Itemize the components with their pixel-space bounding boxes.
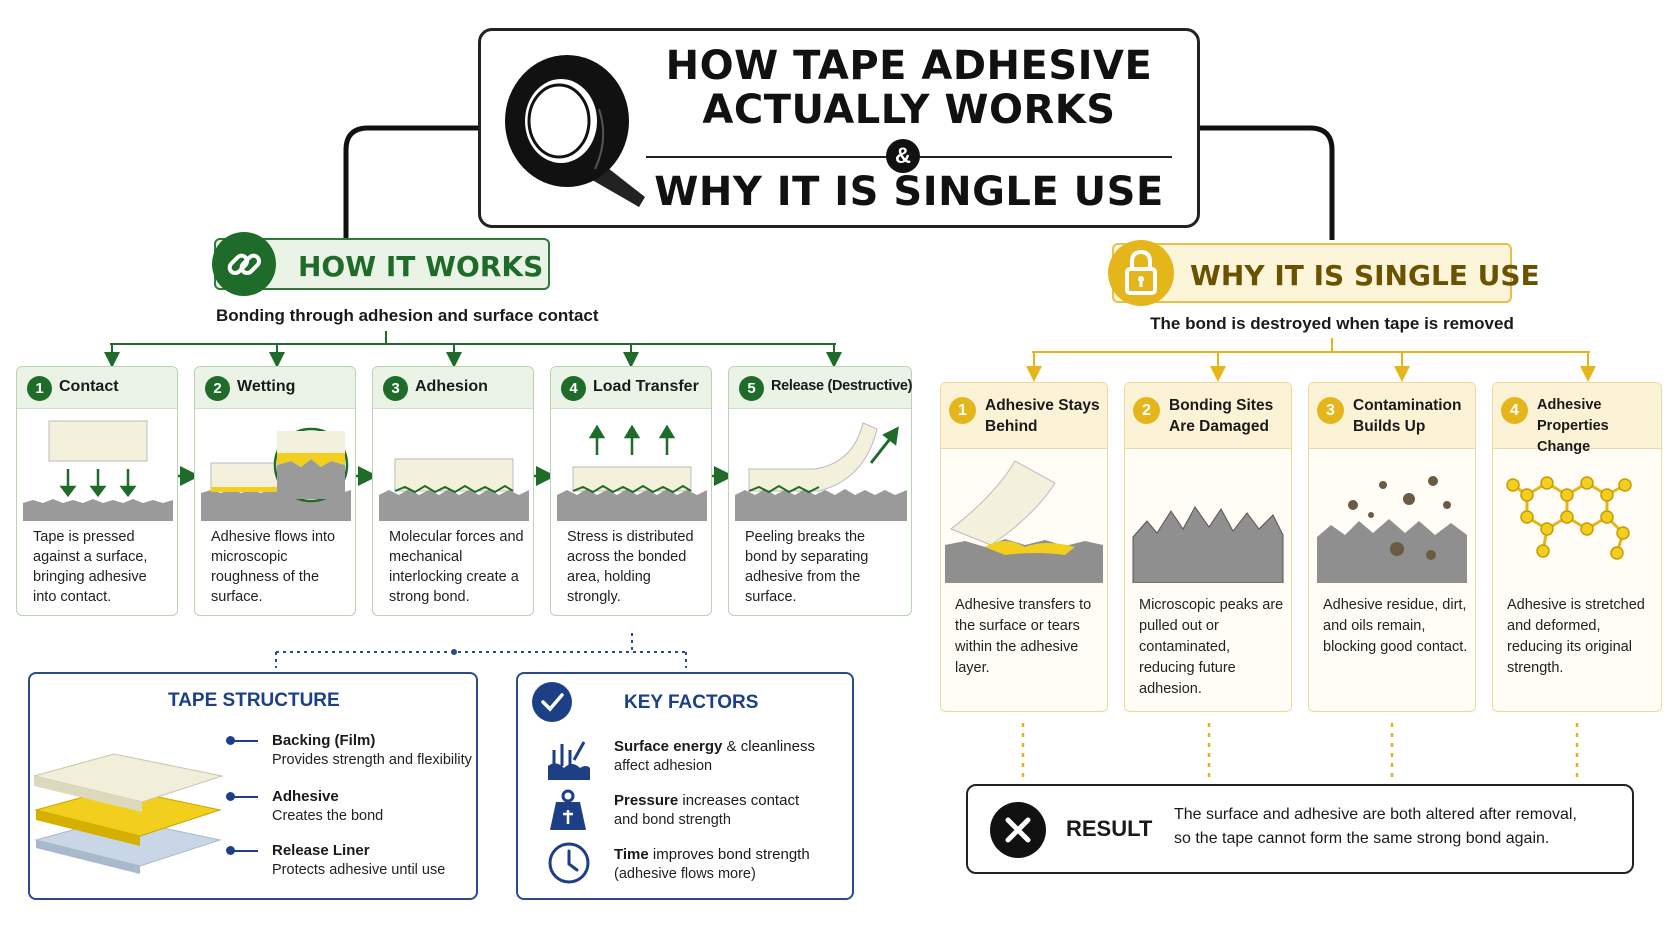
factor-bold: Surface energy (614, 738, 723, 755)
factor-rest: improves bond strength (648, 846, 810, 863)
molecule-icon (1506, 476, 1632, 560)
chain-link-icon (212, 232, 276, 296)
adhesion-illustration (379, 458, 529, 521)
reason-description: Adhesive is stretched and deformed, redu… (1507, 597, 1645, 676)
layer-description: Provides strength and flexibility (272, 752, 472, 768)
tape-layers-illustration (33, 753, 224, 874)
result-line-1: The surface and adhesive are both altere… (1174, 806, 1577, 823)
step-card-load-transfer: 4 Load Transfer Stress is distributed ac… (550, 366, 712, 616)
layer-description: Protects adhesive until use (272, 862, 446, 878)
factor-bold: Time (614, 846, 649, 863)
reason-description: Adhesive residue, dirt, and oils remain,… (1323, 597, 1468, 655)
step-name: Release (Destructive) (771, 378, 913, 394)
contamination-illustration (1317, 476, 1467, 583)
surface-energy-icon (548, 741, 590, 780)
step-description: Molecular forces and mechanical interloc… (389, 529, 524, 605)
how-it-works-title: HOW IT WORKS (298, 250, 544, 283)
reason-card-properties-change: 4 Adhesive Properties Change Adhesive is… (1492, 382, 1662, 712)
step-number: 1 (27, 376, 52, 401)
release-illustration (735, 422, 907, 521)
how-it-works-subtitle: Bonding through adhesion and surface con… (216, 306, 599, 325)
step-name: Wetting (237, 378, 296, 395)
tape-structure-panel: TAPE STRUCTURE Backing (Film) Provides s… (28, 672, 478, 900)
close-x-icon (990, 802, 1046, 858)
reason-name: Contamination Builds Up (1353, 397, 1462, 435)
load-transfer-illustration (557, 424, 707, 521)
contact-illustration (23, 420, 173, 521)
reason-name: Adhesive Stays Behind (985, 397, 1100, 435)
reason-card-bonding-sites: 2 Bonding Sites Are Damaged Microscopic … (1124, 382, 1292, 712)
step-card-release: 5 Release (Destructive) Peeling breaks t… (728, 366, 912, 616)
step-card-adhesion: 3 Adhesion Molecular forces and mechanic… (372, 366, 534, 616)
step-description: Peeling breaks the bond by separating ad… (745, 529, 869, 605)
layer-description: Creates the bond (272, 808, 384, 824)
single-use-title: WHY IT IS SINGLE USE (1190, 259, 1540, 292)
reason-name: Bonding Sites Are Damaged (1169, 397, 1274, 435)
adhesive-residue-illustration (945, 460, 1103, 583)
wetting-illustration (201, 427, 351, 521)
step-card-wetting: 2 Wetting Adhesive flows into microscopi… (194, 366, 356, 616)
key-factors-panel: KEY FACTORS Surface energy & cleanliness… (516, 672, 854, 900)
damaged-surface-illustration (1132, 506, 1284, 583)
single-use-subtitle: The bond is destroyed when tape is remov… (1150, 314, 1514, 333)
ampersand-badge: & (886, 139, 920, 173)
step-name: Load Transfer (593, 378, 699, 395)
title-box: HOW TAPE ADHESIVE ACTUALLY WORKS & WHY I… (478, 28, 1200, 228)
layer-name: Backing (Film) (272, 732, 376, 749)
reason-description: Adhesive transfers to the surface or tea… (955, 597, 1092, 676)
step-number: 3 (383, 376, 408, 401)
factor-rest: & cleanliness (722, 738, 815, 755)
tape-roll-icon (505, 55, 645, 207)
step-number: 4 (561, 376, 586, 401)
reason-card-contamination: 3 Contamination Builds Up Adhesive resid… (1308, 382, 1476, 712)
layer-name: Adhesive (272, 788, 339, 805)
reason-number: 3 (1317, 397, 1344, 424)
padlock-icon (1108, 240, 1174, 306)
result-box: RESULT The surface and adhesive are both… (966, 784, 1634, 874)
title-line-1: HOW TAPE ADHESIVE (665, 43, 1153, 89)
result-line-2: so the tape cannot form the same strong … (1174, 830, 1550, 847)
factor-line2: and bond strength (614, 812, 731, 828)
step-name: Contact (59, 378, 119, 395)
clock-icon (548, 842, 590, 884)
title-line-3: WHY IT IS SINGLE USE (654, 169, 1164, 215)
factor-rest: increases contact (678, 792, 800, 809)
reason-description: Microscopic peaks are pulled out or cont… (1139, 597, 1284, 697)
reason-name: Adhesive Properties Change (1537, 397, 1609, 455)
reason-number: 1 (949, 397, 976, 424)
step-description: Stress is distributed across the bonded … (567, 529, 694, 605)
tape-structure-title: TAPE STRUCTURE (168, 690, 340, 711)
result-label: RESULT (1066, 816, 1153, 841)
step-description: Adhesive flows into microscopic roughnes… (211, 529, 336, 605)
title-line-2: ACTUALLY WORKS (702, 87, 1116, 133)
factor-bold: Pressure (614, 792, 679, 809)
layer-name: Release Liner (272, 842, 370, 859)
factor-line2: affect adhesion (614, 758, 713, 774)
reason-number: 2 (1133, 397, 1160, 424)
key-factors-title: KEY FACTORS (624, 692, 759, 713)
single-use-header: WHY IT IS SINGLE USE (1112, 243, 1540, 303)
checkmark-icon (532, 682, 572, 722)
step-description: Tape is pressed against a surface, bring… (33, 529, 148, 605)
pressure-weight-icon (550, 789, 586, 830)
step-name: Adhesion (415, 378, 488, 395)
reason-number: 4 (1501, 397, 1528, 424)
step-number: 5 (739, 376, 764, 401)
step-card-contact: 1 Contact Tape is pressed against a surf… (16, 366, 178, 616)
reason-card-adhesive-stays: 1 Adhesive Stays Behind Adhesive transfe… (940, 382, 1108, 712)
step-number: 2 (205, 376, 230, 401)
factor-line2: (adhesive flows more) (614, 866, 756, 882)
